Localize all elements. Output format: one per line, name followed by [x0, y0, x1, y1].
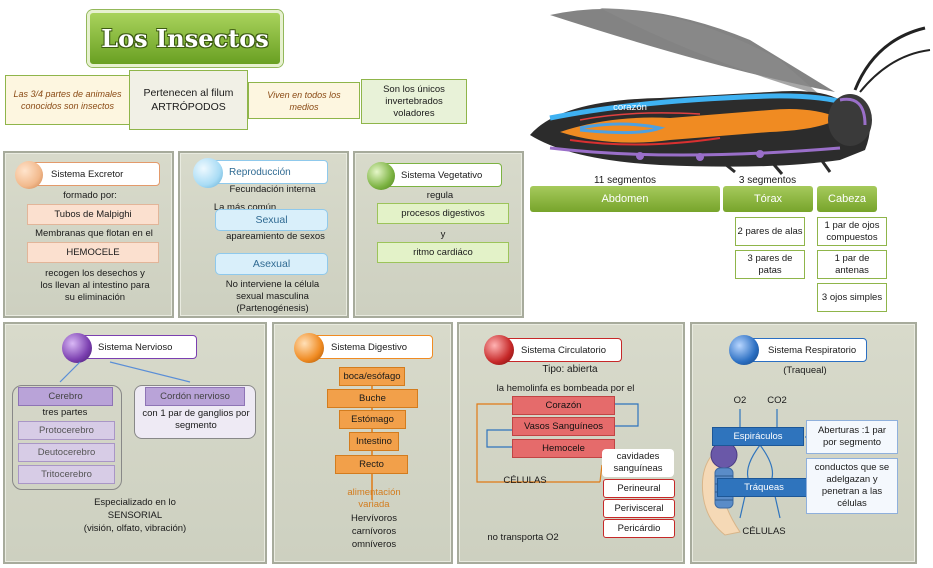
- nervioso-sensory: SENSORIAL: [107, 510, 163, 521]
- excretor-membranes: Membranas que flotan en el: [35, 228, 153, 239]
- nervioso-brain: Cerebro: [18, 387, 113, 406]
- fact-phylum-line1: Pertenecen al filum: [143, 87, 234, 99]
- vegetativo-digestive: procesos digestivos: [377, 203, 509, 224]
- reproduccion-internal: Fecundación interna: [229, 184, 316, 195]
- abdomen-label: Abdomen: [530, 186, 720, 212]
- nervioso-connectors: [59, 361, 191, 383]
- digestivo-diet-herbivores: Hervívoros: [351, 513, 397, 524]
- excretor-collect: recogen los desechos y los llevan al int…: [40, 268, 150, 303]
- nervioso-cord: Cordón nervioso: [145, 387, 245, 406]
- head-item-antennae: 1 par de antenas: [817, 250, 887, 279]
- wing-lower: [600, 8, 820, 95]
- circulatorio-vessels: Vasos Sanguíneos: [512, 417, 615, 436]
- excretor-hemocele: HEMOCELE: [27, 242, 159, 263]
- reproduccion-title: Reproducción: [208, 160, 328, 184]
- excretor-formed-by: formado por:: [63, 190, 117, 201]
- nervioso-part-deuto: Deutocerebro: [18, 443, 115, 462]
- fact-insect-proportion: Las 3/4 partes de animales conocidos son…: [5, 75, 130, 125]
- vegetativo-title: Sistema Vegetativo: [380, 163, 502, 187]
- reproduccion-mating: apareamiento de sexos: [226, 231, 325, 242]
- respiratorio-tracheal: (Traqueal): [783, 365, 827, 376]
- respiratorio-ball: [729, 335, 759, 365]
- digestive-tract: [560, 109, 840, 143]
- circulatorio-hemocele: Hemocele: [512, 439, 615, 458]
- excretor-title: Sistema Excretor: [30, 162, 160, 186]
- respiratorio-tracheae-desc: conductos que se adelgazan y penetran a …: [806, 458, 898, 514]
- circulatorio-heart: Corazón: [512, 396, 615, 415]
- thorax-item-legs: 3 pares de patas: [735, 250, 805, 279]
- digestivo-part-crop: Buche: [327, 389, 418, 408]
- nervioso-specialized: Especializado en lo: [94, 497, 176, 508]
- digestivo-diet-omnivores: omníveros: [351, 539, 397, 550]
- digestivo-part-intestine: Intestino: [349, 432, 399, 451]
- respiratorio-tracheae: Tráqueas: [717, 478, 811, 497]
- vegetativo-and: y: [440, 229, 446, 240]
- respiratorio-cells: CÉLULAS: [742, 526, 786, 537]
- antenna: [853, 26, 926, 91]
- excretor-ball: [15, 161, 43, 189]
- digestivo-part-mouth: boca/esófago: [339, 367, 405, 386]
- respiratorio-title: Sistema Respiratorio: [747, 338, 867, 362]
- reproduccion-sexual: Sexual: [215, 209, 328, 231]
- fact-phylum-line2: ARTRÓPODOS: [151, 101, 226, 113]
- circulatorio-title: Sistema Circulatorio: [500, 338, 622, 362]
- respiratorio-spiracles-desc: Aberturas :1 par por segmento: [806, 420, 898, 454]
- vegetativo-heart-rate: ritmo cardiáco: [377, 242, 509, 263]
- nervioso-part-proto: Protocerebro: [18, 421, 115, 440]
- digestivo-ball: [294, 333, 324, 363]
- title-badge: Los Insectos: [87, 10, 283, 67]
- respiratorio-spiracles: Espiráculos: [712, 427, 804, 446]
- insect-anatomy-illustration: [530, 8, 931, 175]
- circulatorio-cavity-perivisceral: Perivisceral: [603, 499, 675, 518]
- digestivo-part-stomach: Estómago: [339, 410, 406, 429]
- digestivo-part-rectum: Recto: [335, 455, 408, 474]
- circulatorio-cells: CÉLULAS: [503, 475, 547, 486]
- respiratorio-co2: CO2: [767, 395, 787, 406]
- reproduccion-no-male: No interviene la célula sexual masculina: [225, 279, 320, 302]
- nervioso-senses: (visión, olfato, vibración): [83, 523, 187, 534]
- nerve-cord: [549, 146, 841, 157]
- vegetativo-regulates: regula: [426, 190, 454, 201]
- digestivo-diet-carnivores: carnívoros: [351, 526, 397, 537]
- nervioso-part-trito: Tritocerebro: [18, 465, 115, 484]
- heart-label: corazón: [613, 102, 647, 113]
- circulatorio-ball: [484, 335, 514, 365]
- panel-nervioso: [3, 322, 267, 564]
- circulatorio-cavity-perineural: Perineural: [603, 479, 675, 498]
- circulatorio-cavity-pericardio: Pericárdio: [603, 519, 675, 538]
- fact-habitats: Viven en todos los medios: [248, 82, 360, 119]
- page-title: Los Insectos: [101, 24, 269, 53]
- fact-phylum: Pertenecen al filum ARTRÓPODOS: [129, 70, 248, 130]
- abdomen-segments: 11 segmentos: [593, 175, 657, 186]
- thorax-label: Tórax: [723, 186, 813, 212]
- digestivo-food: alimentación variada: [347, 487, 401, 510]
- heart-vessel: [549, 93, 851, 121]
- head-item-compound-eyes: 1 par de ojos compuestos: [817, 217, 887, 246]
- circulatorio-pumped: la hemolinfa es bombeada por el: [496, 383, 635, 394]
- circulatorio-no-o2: no transporta O2: [487, 532, 559, 543]
- nervioso-ball: [62, 333, 92, 363]
- respiratorio-o2: O2: [733, 395, 747, 406]
- circulatorio-type: Tipo: abierta: [542, 364, 598, 375]
- brain-group: [12, 385, 122, 490]
- thorax-segments: 3 segmentos: [738, 175, 797, 186]
- reproduccion-asexual: Asexual: [215, 253, 328, 275]
- fact-flyers: Son los únicos invertebrados voladores: [361, 79, 467, 124]
- nervioso-title: Sistema Nervioso: [77, 335, 197, 359]
- digestivo-title: Sistema Digestivo: [310, 335, 433, 359]
- reproduccion-parthenogenesis: (Partenogénesis): [236, 303, 309, 314]
- thorax-item-wings: 2 pares de alas: [735, 217, 805, 246]
- vegetativo-ball: [367, 162, 395, 190]
- head-label: Cabeza: [817, 186, 877, 212]
- reproduccion-common: La más común: [213, 202, 277, 213]
- circulatorio-cavities: cavidades sanguíneas: [602, 449, 674, 477]
- reproduccion-ball: [193, 158, 223, 188]
- nervioso-three-parts: tres partes: [42, 407, 88, 418]
- excretor-malpighi: Tubos de Malpighi: [27, 204, 159, 225]
- circulatorio-loop: [476, 403, 639, 483]
- head-item-simple-eyes: 3 ojos simples: [817, 283, 887, 312]
- nervioso-ganglia: con 1 par de ganglios por segmento: [142, 408, 250, 431]
